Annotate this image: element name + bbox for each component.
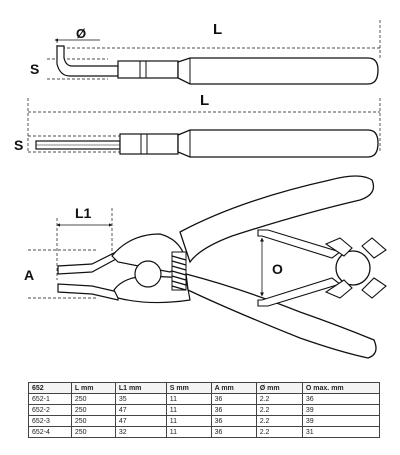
cell-tip-length: 32 bbox=[114, 426, 167, 438]
cell-gap: 36 bbox=[210, 426, 257, 438]
opening-detail-view: O bbox=[257, 229, 387, 307]
top-view-plier: L Ø S bbox=[30, 20, 381, 85]
col-header-tip-length: L1 mm bbox=[114, 382, 167, 394]
cell-diameter: 2.2 bbox=[255, 415, 303, 427]
table-row: 652-1 250 35 11 36 2.2 36 bbox=[28, 393, 381, 405]
table-row: 652-2 250 47 11 36 2.2 39 bbox=[28, 404, 381, 416]
cell-shaft: 11 bbox=[165, 393, 212, 405]
cell-length: 250 bbox=[70, 415, 116, 427]
cell-length: 250 bbox=[70, 393, 116, 405]
cell-tip-length: 35 bbox=[114, 393, 167, 405]
cell-opening: 31 bbox=[301, 426, 381, 438]
tip-gap-label: A bbox=[24, 267, 34, 283]
specification-table: 652 L mm L1 mm S mm A mm Ø mm O max. mm … bbox=[28, 382, 381, 438]
cell-diameter: 2.2 bbox=[255, 426, 303, 438]
cell-length: 250 bbox=[70, 426, 116, 438]
tip-length-label: L1 bbox=[75, 205, 92, 221]
cell-tip-length: 47 bbox=[114, 415, 167, 427]
cell-opening: 39 bbox=[301, 404, 381, 416]
side-length-label: L bbox=[200, 92, 209, 109]
table-row: 652-3 250 47 11 36 2.2 39 bbox=[28, 415, 381, 427]
cell-length: 250 bbox=[70, 404, 116, 416]
side-view-plier: L S bbox=[14, 92, 381, 158]
cell-shaft: 11 bbox=[165, 415, 212, 427]
cell-diameter: 2.2 bbox=[255, 393, 303, 405]
cell-gap: 36 bbox=[210, 415, 257, 427]
cell-gap: 36 bbox=[210, 404, 257, 416]
cell-gap: 36 bbox=[210, 393, 257, 405]
cell-model: 652-2 bbox=[28, 404, 72, 416]
open-plier-view: L1 A bbox=[24, 175, 377, 359]
table-row: 652-4 250 32 11 36 2.2 31 bbox=[28, 426, 381, 438]
pliers-technical-drawing: L Ø S L S bbox=[14, 20, 387, 359]
cell-opening: 36 bbox=[301, 393, 381, 405]
col-header-model: 652 bbox=[28, 382, 72, 394]
cell-model: 652-1 bbox=[28, 393, 72, 405]
table-header-row: 652 L mm L1 mm S mm A mm Ø mm O max. mm bbox=[28, 382, 381, 394]
cell-model: 652-3 bbox=[28, 415, 72, 427]
side-shaft-label: S bbox=[14, 137, 23, 153]
opening-label: O bbox=[272, 261, 283, 277]
col-header-gap: A mm bbox=[210, 382, 257, 394]
diameter-label: Ø bbox=[76, 26, 86, 41]
top-length-label: L bbox=[213, 21, 222, 38]
cell-model: 652-4 bbox=[28, 426, 72, 438]
cell-tip-length: 47 bbox=[114, 404, 167, 416]
cell-diameter: 2.2 bbox=[255, 404, 303, 416]
cell-shaft: 11 bbox=[165, 404, 212, 416]
top-shaft-label: S bbox=[30, 61, 39, 77]
cell-shaft: 11 bbox=[165, 426, 212, 438]
col-header-opening: O max. mm bbox=[301, 382, 381, 394]
cell-opening: 39 bbox=[301, 415, 381, 427]
col-header-diameter: Ø mm bbox=[255, 382, 303, 394]
col-header-length: L mm bbox=[70, 382, 116, 394]
col-header-shaft: S mm bbox=[165, 382, 212, 394]
